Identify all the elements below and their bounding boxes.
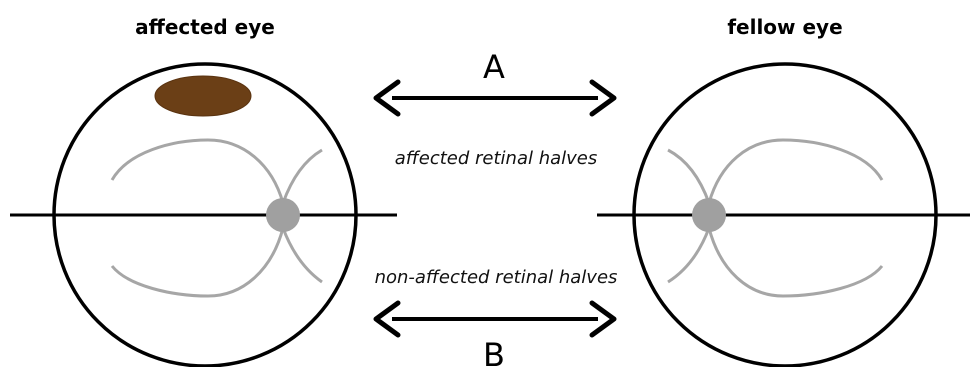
comparison-b: non-affected retinal halves B bbox=[373, 267, 618, 367]
comparison-a: A affected retinal halves bbox=[373, 48, 617, 169]
fellow-eye-nasal-upper-vessel bbox=[667, 148, 711, 204]
affected-eye-title: affected eye bbox=[135, 15, 275, 39]
affected-eye-upper-arcade bbox=[110, 138, 285, 204]
fellow-eye-title: fellow eye bbox=[727, 15, 842, 39]
comparison-a-label: affected retinal halves bbox=[395, 148, 598, 169]
comparison-b-arrowhead-left bbox=[373, 300, 401, 338]
fellow-eye-optic-disc bbox=[692, 198, 726, 232]
comparison-a-arrowhead-right bbox=[589, 79, 617, 117]
comparison-a-arrowhead-left bbox=[373, 79, 401, 117]
affected-eye-lower-arcade bbox=[110, 227, 285, 298]
affected-eye-optic-disc bbox=[266, 198, 300, 232]
comparison-a-letter: A bbox=[483, 48, 505, 86]
affected-eye-nasal-upper-vessel bbox=[281, 148, 323, 204]
comparison-b-letter: B bbox=[483, 336, 505, 367]
affected-eye-nasal-lower-vessel bbox=[281, 227, 323, 284]
fellow-eye-upper-arcade bbox=[707, 138, 884, 204]
fellow-eye: fellow eye bbox=[597, 15, 970, 367]
comparison-b-label: non-affected retinal halves bbox=[375, 267, 618, 288]
fellow-eye-nasal-lower-vessel bbox=[667, 227, 711, 284]
affected-eye: affected eye bbox=[10, 15, 397, 367]
fellow-eye-lower-arcade bbox=[707, 227, 884, 298]
comparison-b-arrowhead-right bbox=[589, 300, 617, 338]
affected-eye-lesion bbox=[154, 75, 252, 117]
